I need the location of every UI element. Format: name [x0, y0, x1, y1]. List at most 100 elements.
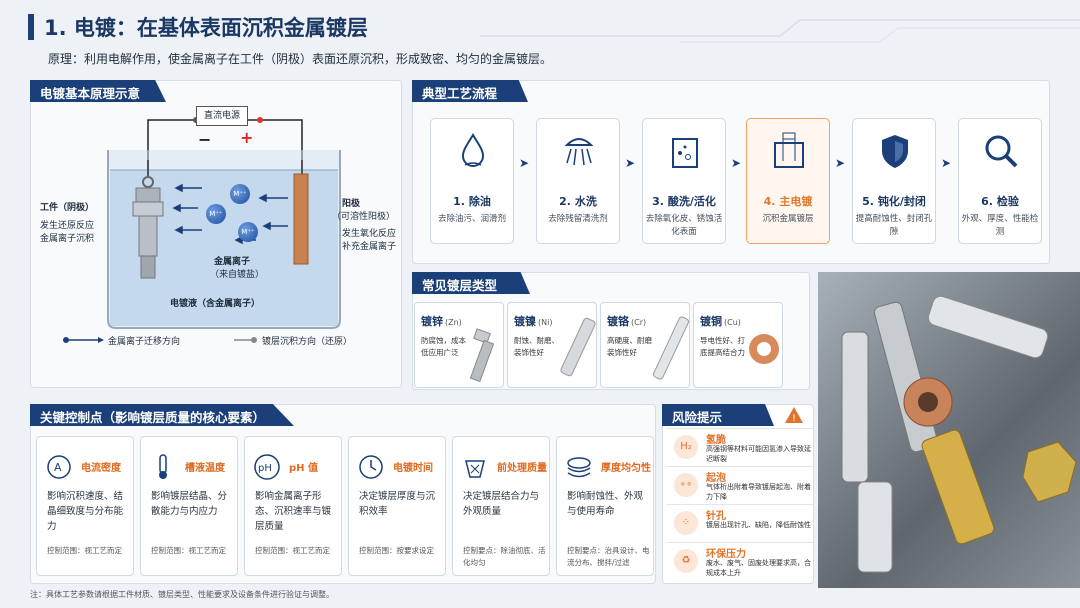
legend-deposit: 镀层沉积方向（还原）	[262, 337, 353, 347]
step-desc: 去除残留清洗剂	[548, 214, 608, 224]
controls-panel	[30, 404, 656, 584]
step-plating: 4. 主电镀 沉积金属镀层	[746, 118, 830, 244]
subtitle: 原理：利用电解作用，使金属离子在工件（阴极）表面还原沉积，形成致密、均匀的金属镀…	[48, 52, 553, 66]
step-inspect: 6. 检验 外观、厚度、性能检测	[958, 118, 1042, 244]
flow-arrow: ➤	[731, 156, 742, 170]
svg-text:A: A	[54, 461, 62, 474]
nickel-shaft-image	[560, 317, 596, 377]
shower-icon	[564, 138, 594, 166]
flow-arrow: ➤	[941, 156, 952, 170]
power-supply: 直流电源	[196, 106, 248, 126]
water-drop-icon	[461, 133, 485, 167]
step-name: 2. 水洗	[559, 195, 597, 208]
ph-icon: pH	[254, 454, 280, 480]
control-desc: 影响镀层结晶、分散能力与内应力	[151, 491, 228, 517]
anode-title: 阳极	[342, 199, 361, 209]
layers-icon	[567, 457, 591, 478]
coating-desc: 耐蚀、耐磨、装饰性好	[514, 336, 559, 357]
coating-symbol: (Ni)	[538, 318, 553, 327]
step-desc: 沉积金属镀层	[762, 214, 814, 224]
deposit-arrow-icon	[234, 337, 257, 343]
coating-desc: 导电性好、打底提高结合力	[700, 336, 745, 357]
step-rinse: 2. 水洗 去除残留清洗剂	[536, 118, 620, 244]
recycle-icon: ♻	[674, 549, 698, 573]
control-range: 控制范围：视工艺而定	[255, 546, 330, 555]
controls-tab: 关键控制点（影响镀层质量的核心要素）	[30, 404, 294, 426]
title-bar: 1. 电镀：在基体表面沉积金属镀层	[28, 12, 368, 42]
coating-zinc: 镀锌(Zn) 防腐蚀，成本低应用广泛	[414, 302, 504, 388]
plus-sign: +	[240, 128, 254, 147]
control-range: 控制要点：除油彻底、活化均匀	[463, 546, 546, 567]
control-title: pH 值	[289, 463, 319, 474]
risk-pinhole: ⁘ 针孔 镀层出现针孔、缺陷，降低耐蚀性	[666, 504, 814, 542]
risk-desc: 气体析出附着导致镀层起泡、附着力下降	[706, 483, 811, 501]
coating-name: 镀铬	[607, 315, 629, 328]
coating-desc: 防腐蚀，成本低应用广泛	[421, 336, 466, 357]
step-desc: 去除油污、润滑剂	[437, 214, 506, 224]
copper-ring-image	[749, 334, 779, 364]
migration-arrow-icon	[63, 337, 104, 343]
coating-symbol: (Zn)	[445, 318, 462, 327]
step-desc: 外观、厚度、性能检测	[961, 214, 1039, 237]
risk-environment: ♻ 环保压力 废水、废气、固废处理要求高，合规成本上升	[666, 542, 814, 580]
magnifier-icon	[985, 135, 1018, 168]
bath-label: 电镀液（含金属离子）	[170, 299, 261, 309]
process-panel	[412, 80, 1050, 264]
control-title: 前处理质量	[497, 463, 547, 474]
basket-icon	[465, 460, 485, 478]
step-pickle: 3. 酸洗/活化 去除氧化皮、锈蚀活化表面	[642, 118, 726, 244]
process-tab: 典型工艺流程	[412, 80, 528, 102]
step-desc: 去除氧化皮、锈蚀活化表面	[645, 214, 723, 237]
control-desc: 影响沉积速度、结晶细致度与分布能力	[47, 491, 124, 532]
control-range: 控制范围：视工艺而定	[47, 546, 122, 555]
risk-title: 环保压力	[706, 549, 746, 560]
control-ph: pH pH 值 影响金属离子形态、沉积速率与镀层质量 控制范围：视工艺而定	[244, 436, 342, 576]
step-name: 4. 主电镀	[763, 195, 813, 208]
risk-desc: 废水、废气、固废处理要求高，合规成本上升	[706, 559, 811, 577]
svg-text:!: !	[792, 413, 796, 424]
ion-2: M⁺⁺	[206, 204, 226, 224]
anode-desc-1: 发生氧化反应	[342, 229, 397, 239]
decorative-lines	[480, 19, 1080, 43]
control-time: 电镀时间 决定镀层厚度与沉积效率 控制范围：按要求设定	[348, 436, 446, 576]
control-current-density: A 电流密度 影响沉积速度、结晶细致度与分布能力 控制范围：视工艺而定	[36, 436, 134, 576]
coating-desc: 高硬度、耐磨装饰性好	[607, 336, 652, 357]
footnote: 注：具体工艺参数请根据工件材质、镀层类型、性能要求及设备条件进行验证与调整。	[30, 590, 334, 599]
thermometer-icon	[159, 454, 167, 479]
control-range: 控制范围：按要求设定	[359, 546, 434, 555]
chrome-rod-image	[653, 316, 689, 380]
plating-tank-icon	[774, 132, 804, 168]
zinc-bolt-image	[469, 328, 495, 383]
title-accent	[28, 14, 34, 40]
coating-nickel: 镀镍(Ni) 耐蚀、耐磨、装饰性好	[507, 302, 597, 388]
hydrogen-icon: H₂	[674, 435, 698, 459]
flow-arrow: ➤	[625, 156, 636, 170]
ion-1: M⁺⁺	[230, 184, 250, 204]
risk-title: 起泡	[706, 473, 726, 484]
risk-desc: 镀层出现针孔、缺陷，降低耐蚀性	[706, 521, 811, 529]
control-title: 电流密度	[81, 463, 121, 474]
step-name: 5. 钝化/封闭	[862, 195, 926, 208]
coating-symbol: (Cu)	[724, 318, 741, 327]
control-desc: 决定镀层结合力与外观质量	[463, 491, 540, 517]
control-thickness: 厚度均匀性 影响耐蚀性、外观与使用寿命 控制要点：治具设计、电流分布、搅拌/过滤	[556, 436, 654, 576]
legend-migration: 金属离子迁移方向	[108, 337, 181, 347]
bubbles-icon: ∘∘	[674, 473, 698, 497]
step-degrease: 1. 除油 去除油污、润滑剂	[430, 118, 514, 244]
ions-sub: （来自镀盐）	[210, 270, 265, 280]
shield-icon	[882, 135, 908, 168]
anode-desc-2: 补充金属离子	[342, 242, 397, 252]
risk-hydrogen: H₂ 氢脆 高强钢等材料可能因氢渗入导致延迟断裂	[666, 428, 814, 466]
warning-icon: !	[785, 407, 803, 424]
step-name: 3. 酸洗/活化	[652, 195, 716, 208]
ion-3: M⁺⁺	[238, 222, 258, 242]
flow-arrow: ➤	[519, 156, 530, 170]
control-desc: 影响耐蚀性、外观与使用寿命	[567, 491, 644, 517]
electroplating-diagram	[107, 117, 341, 329]
workpiece-desc-1: 发生还原反应	[40, 221, 95, 231]
step-passivate: 5. 钝化/封闭 提高耐蚀性、封闭孔隙	[852, 118, 936, 244]
flow-arrow: ➤	[835, 156, 846, 170]
control-pretreatment: 前处理质量 决定镀层结合力与外观质量 控制要点：除油彻底、活化均匀	[452, 436, 550, 576]
control-title: 电镀时间	[393, 463, 433, 474]
workpiece-title: 工件（阴极）	[40, 203, 95, 213]
